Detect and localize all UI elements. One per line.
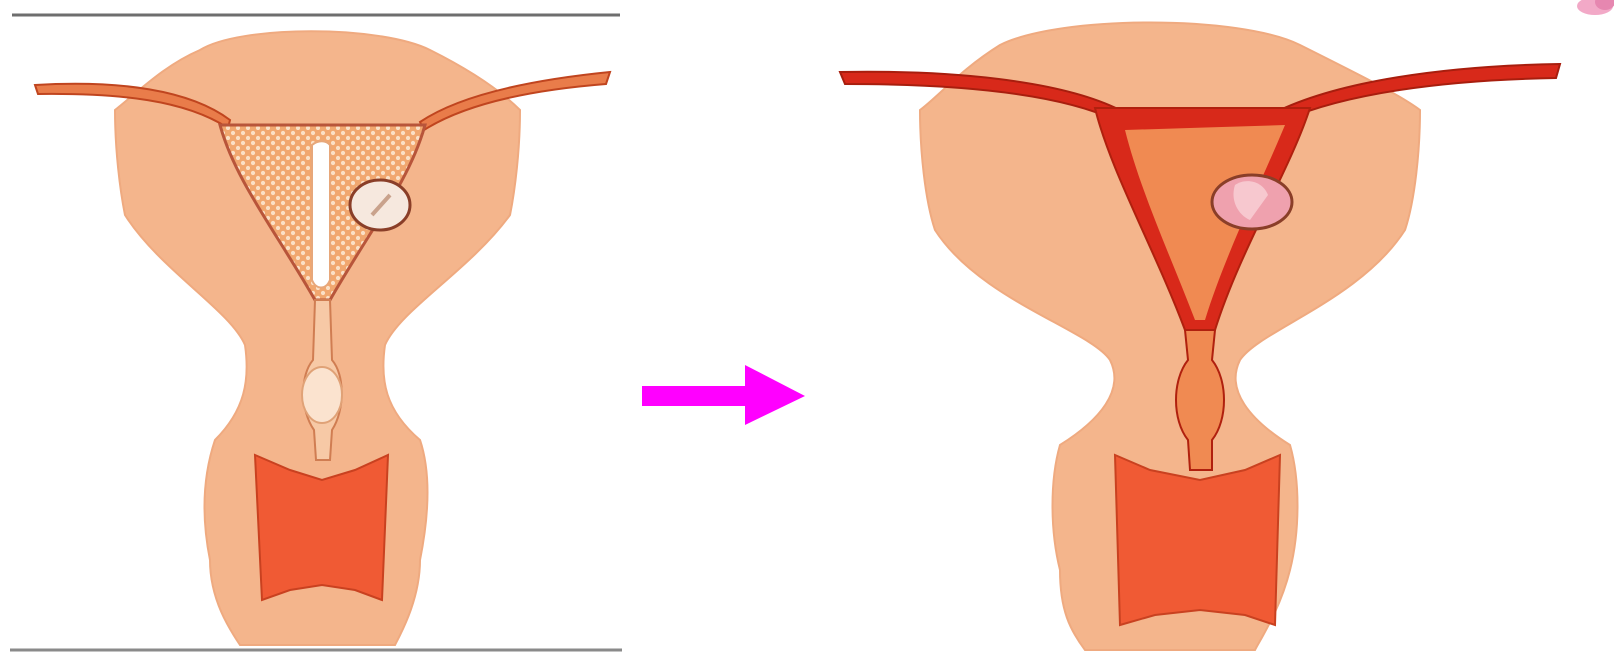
arrow-right-icon: [642, 365, 805, 425]
uterine-cavity-before: [312, 141, 330, 287]
internal-os-before: [302, 367, 342, 423]
after-uterus: [840, 23, 1560, 651]
before-uterus: [35, 31, 610, 645]
flower-icon: [1577, 0, 1614, 15]
cervix-after: [1115, 455, 1280, 625]
